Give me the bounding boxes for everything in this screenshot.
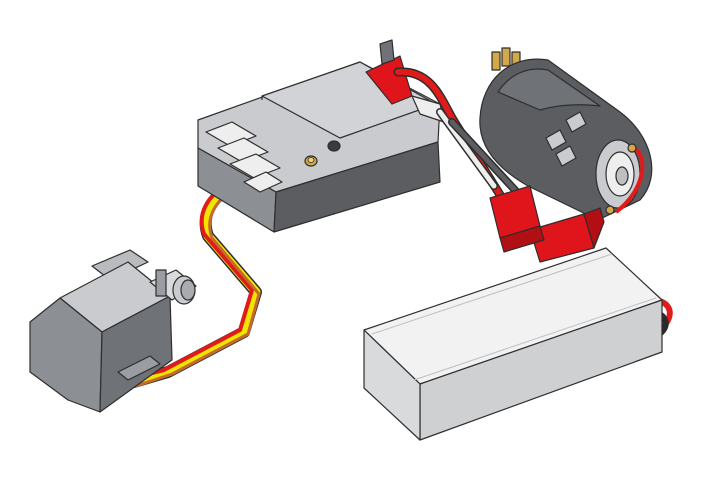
receiver-icon bbox=[197, 39, 445, 233]
servo-icon bbox=[29, 249, 197, 413]
motor-wires bbox=[393, 67, 530, 206]
battery-icon bbox=[363, 247, 673, 441]
motor-connector-icon bbox=[489, 185, 605, 263]
motor-icon bbox=[479, 47, 653, 221]
